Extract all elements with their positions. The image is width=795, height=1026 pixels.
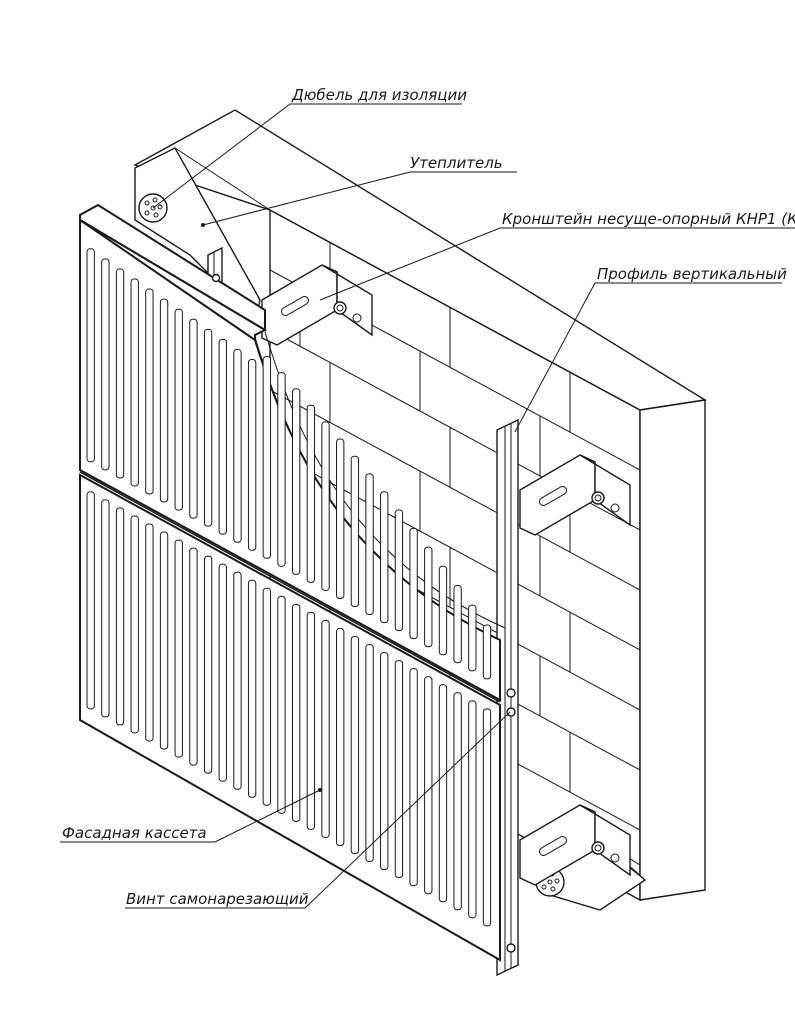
leader-lines — [60, 103, 795, 909]
facade-cassette — [79, 203, 506, 962]
label-profile: Профиль вертикальный — [597, 265, 787, 283]
label-bracket: Кронштейн несуще-опорный КНР1 (К — [502, 210, 795, 228]
cassette-slots-lower — [86, 491, 492, 927]
bracket-icon — [519, 454, 631, 536]
screw-icon — [211, 273, 516, 953]
label-screw: Винт самонарезающий — [126, 890, 309, 908]
bracket-icon — [519, 804, 631, 886]
bracket-icon — [261, 264, 373, 346]
brackets — [261, 264, 631, 886]
label-dowel: Дюбель для изоляции — [291, 86, 467, 104]
label-insulation: Утеплитель — [410, 154, 503, 172]
cassette-slots-upper — [86, 248, 492, 680]
label-cassette: Фасадная кассета — [62, 824, 207, 842]
